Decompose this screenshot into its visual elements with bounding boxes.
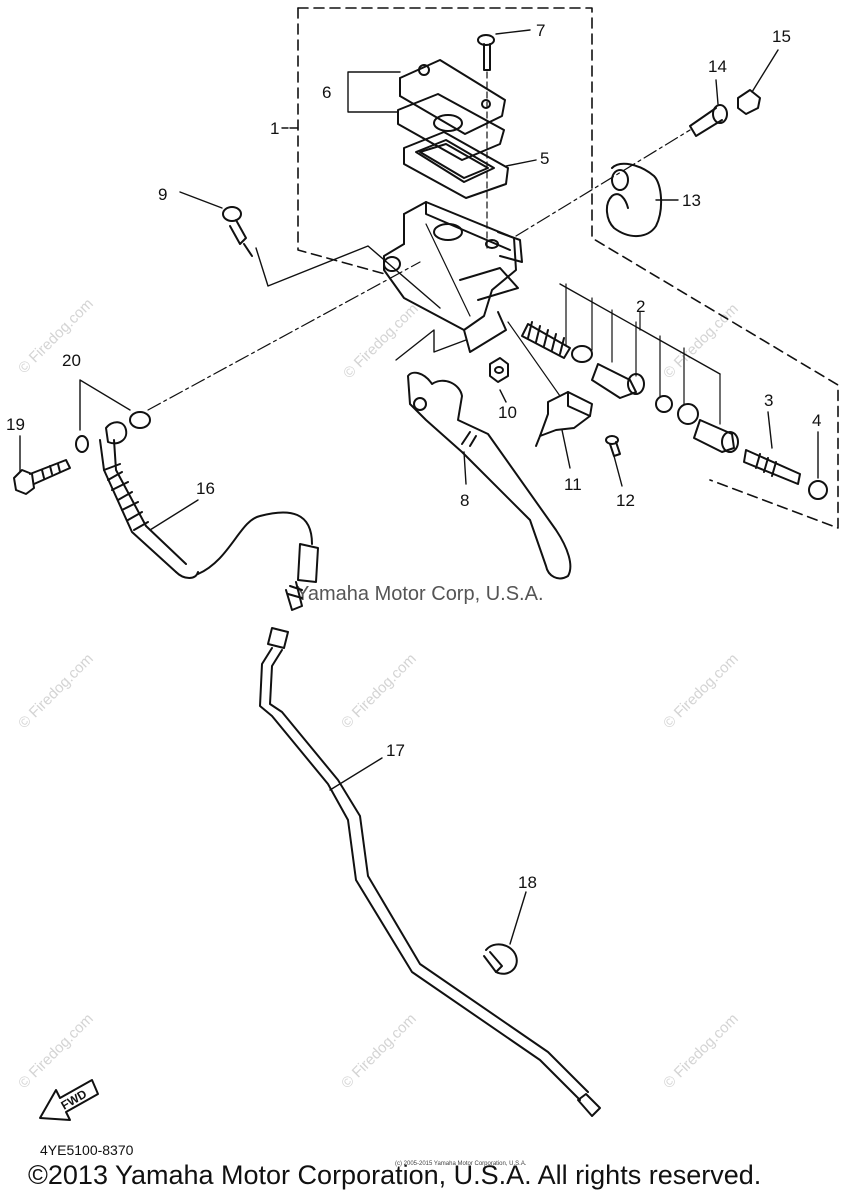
centerline <box>147 261 421 411</box>
leader-line <box>255 245 441 309</box>
centerline <box>515 129 691 237</box>
callout-number: 12 <box>616 491 635 510</box>
diaphragm <box>403 131 509 199</box>
diaphragm-plate <box>397 93 505 161</box>
center-watermark: Yamaha Motor Corp, U.S.A. <box>296 583 544 605</box>
union-bolt <box>13 459 71 495</box>
callout-number: 14 <box>708 57 727 76</box>
callout-number: 4 <box>812 411 821 430</box>
cap-screw <box>477 34 495 251</box>
callout-number: 15 <box>772 27 791 46</box>
callout-number: 9 <box>158 185 167 204</box>
callout-number: 19 <box>6 415 25 434</box>
clutch-pipe <box>259 627 601 1117</box>
pivot-nut <box>489 357 509 383</box>
pivot-bolt <box>222 206 253 257</box>
forward-arrow-icon: FWD <box>39 1079 99 1121</box>
dust-boot <box>808 480 828 500</box>
assembly-boundary <box>297 7 386 275</box>
leader-line <box>79 379 131 431</box>
callout-number: 13 <box>682 191 701 210</box>
clutch-switch <box>535 391 593 447</box>
callout-number: 6 <box>322 83 331 102</box>
diagram-code: 4YE5100-8370 <box>40 1142 134 1158</box>
callout-number: 7 <box>536 21 545 40</box>
leader-line <box>395 329 467 361</box>
callout-number: 20 <box>62 351 81 370</box>
leader-line <box>507 321 561 397</box>
master-cylinder-body <box>383 201 523 353</box>
reservoir-cap <box>399 59 506 135</box>
callout-number: 16 <box>196 479 215 498</box>
pipe-clamp <box>483 943 518 975</box>
holder-bolt <box>689 104 728 137</box>
holder-nut <box>737 89 761 115</box>
assembly-boundary <box>297 7 839 529</box>
piston-kit <box>521 321 739 453</box>
clutch-hose <box>99 421 319 611</box>
push-rod <box>743 449 801 485</box>
callout-number: 2 <box>636 297 645 316</box>
copyright-notice: ©2013 Yamaha Motor Corporation, U.S.A. A… <box>28 1160 762 1190</box>
callout-number: 11 <box>564 475 582 494</box>
callout-number: 18 <box>518 873 537 892</box>
callout-number: 1 <box>270 119 279 138</box>
callout-number: 3 <box>764 391 773 410</box>
callout-number: 8 <box>460 491 469 510</box>
copper-washer <box>75 435 89 453</box>
callout-number: 10 <box>498 403 517 422</box>
clutch-lever <box>407 371 572 580</box>
callout-number: 17 <box>386 741 405 760</box>
callout-number: 5 <box>540 149 549 168</box>
switch-screw <box>605 435 621 457</box>
copper-washer <box>129 411 151 429</box>
handlebar-holder <box>606 162 662 237</box>
leader-line <box>425 223 471 317</box>
small-notice: (c) 2005-2015 Yamaha Motor Corporation, … <box>395 1161 527 1167</box>
